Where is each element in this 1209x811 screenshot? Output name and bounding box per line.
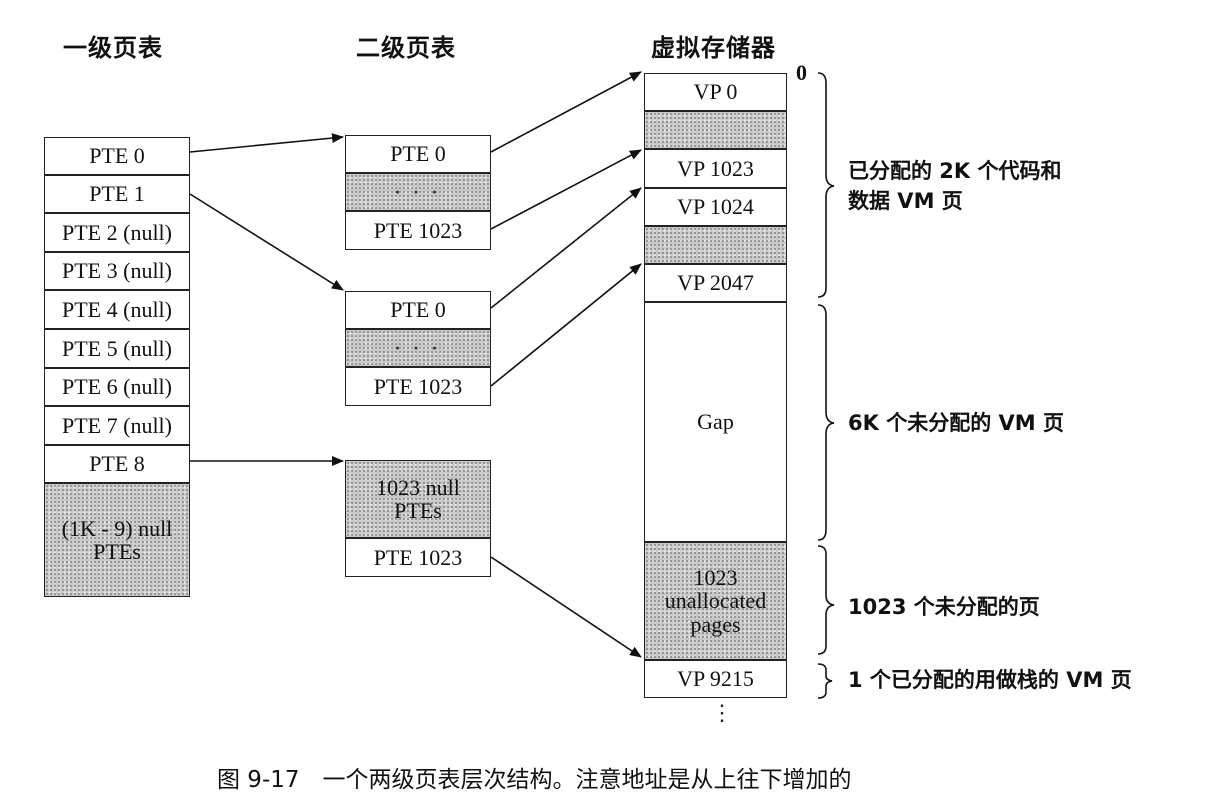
vm-shaded-pages-2 xyxy=(644,226,787,264)
vm-vp-1024: VP 1024 xyxy=(644,188,787,226)
figure-caption: 图 9-17 一个两级页表层次结构。注意地址是从上往下增加的 xyxy=(217,767,852,793)
vm-shaded-pages-1 xyxy=(644,111,787,149)
brace-allocated xyxy=(817,72,835,298)
brace-gap xyxy=(817,304,835,541)
vm-vp-9215: VP 9215 xyxy=(644,660,787,698)
annotation-unallocated: 1023 个未分配的页 xyxy=(848,595,1040,619)
l1-pte-5: PTE 5 (null) xyxy=(44,329,190,368)
arrow-l2t0pte1023-to-vp1023 xyxy=(490,149,642,230)
l1-pte-8: PTE 8 xyxy=(44,445,190,483)
l1-null-ptes-block: (1K - 9) null PTEs xyxy=(44,483,190,597)
vm-vp-0: VP 0 xyxy=(644,73,787,111)
arrow-l1pte1-to-l2t1 xyxy=(189,193,344,291)
l1-pte-2: PTE 2 (null) xyxy=(44,213,190,252)
arrow-l2t8pte1023-to-vp9215 xyxy=(490,556,642,658)
heading-level1-table: 一级页表 xyxy=(63,34,163,62)
l1-pte-3: PTE 3 (null) xyxy=(44,252,190,290)
annotation-stack-page: 1 个已分配的用做栈的 VM 页 xyxy=(848,668,1132,692)
brace-unallocated xyxy=(817,545,835,655)
heading-level2-table: 二级页表 xyxy=(356,34,456,62)
vm-unallocated-pages: 1023 unallocated pages xyxy=(644,542,787,660)
arrow-l1pte0-to-l2t0 xyxy=(189,133,344,153)
l2t0-pte-1023: PTE 1023 xyxy=(345,211,491,250)
l1-pte-4: PTE 4 (null) xyxy=(44,290,190,329)
l2t8-null-ptes-block: 1023 null PTEs xyxy=(345,460,491,538)
l1-pte-6: PTE 6 (null) xyxy=(44,368,190,406)
l2t0-pte-0: PTE 0 xyxy=(345,135,491,173)
annotation-gap: 6K 个未分配的 VM 页 xyxy=(848,411,1064,435)
heading-virtual-memory: 虚拟存储器 xyxy=(651,34,776,62)
l2t1-pte-0: PTE 0 xyxy=(345,291,491,329)
brace-stack xyxy=(817,663,833,699)
start-address-label: 0 xyxy=(796,60,807,85)
l1-pte-0: PTE 0 xyxy=(44,137,190,175)
l1-pte-1: PTE 1 xyxy=(44,175,190,213)
vm-vp-2047: VP 2047 xyxy=(644,264,787,302)
vm-vp-1023: VP 1023 xyxy=(644,149,787,188)
l2t1-pte-1023: PTE 1023 xyxy=(345,367,491,406)
arrow-l2t1pte0-to-vp1024 xyxy=(490,187,642,309)
l2t0-ellipsis: · · · xyxy=(345,173,491,211)
arrow-l2t1pte1023-to-vp2047 xyxy=(490,263,642,387)
l2t8-pte-1023: PTE 1023 xyxy=(345,538,491,577)
vm-gap: Gap xyxy=(644,302,787,542)
arrow-l2t0pte0-to-vp0 xyxy=(490,71,642,153)
l2t1-ellipsis: · · · xyxy=(345,329,491,367)
l1-pte-7: PTE 7 (null) xyxy=(44,406,190,445)
annotation-allocated-pages: 已分配的 2K 个代码和 数据 VM 页 xyxy=(848,159,1062,214)
